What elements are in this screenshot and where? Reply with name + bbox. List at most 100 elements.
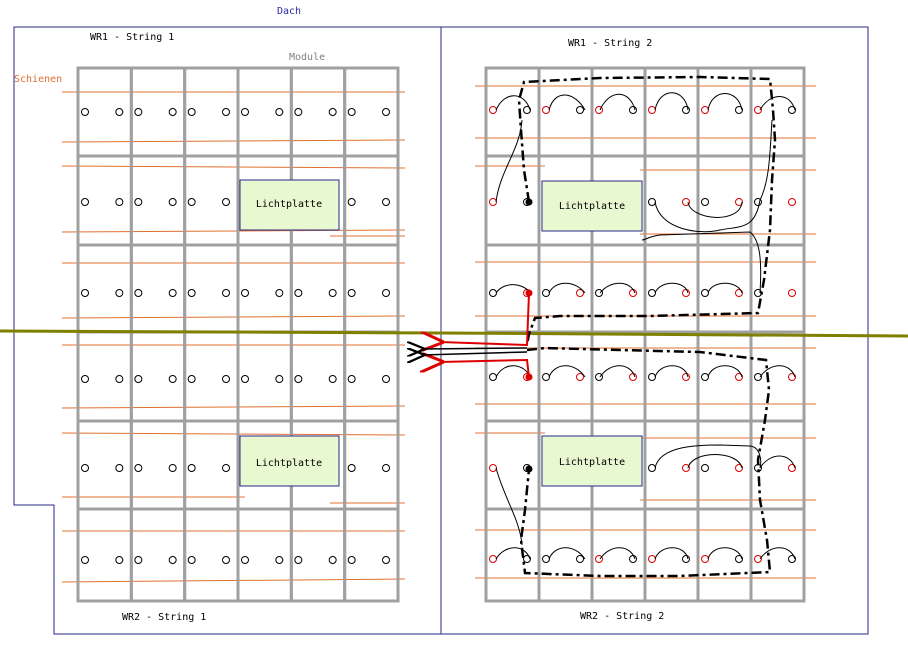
- module-terminal: [134, 289, 143, 297]
- module-terminal: [115, 289, 124, 297]
- module-terminal: [241, 375, 249, 383]
- pv-module: [76, 243, 133, 334]
- module-terminal: [222, 375, 230, 383]
- module-terminal: [682, 464, 690, 472]
- module-terminal: [347, 375, 356, 383]
- module-terminal: [382, 108, 390, 116]
- mounting-rail: [61, 165, 406, 169]
- pv-module: [183, 507, 240, 603]
- module-terminal: [523, 106, 531, 114]
- modules-label: Module: [289, 52, 325, 63]
- feed-line-red-upper: [440, 292, 530, 345]
- module-terminal: [489, 373, 497, 381]
- rails-label: Schienen: [14, 74, 62, 85]
- module-terminal: [754, 373, 762, 381]
- module-terminal: [328, 375, 337, 383]
- module-terminal: [134, 375, 143, 383]
- module-terminal: [81, 375, 89, 383]
- module-terminal: [115, 198, 124, 206]
- module-terminal: [222, 289, 230, 297]
- module-terminal: [576, 373, 584, 381]
- feed-line-red-lower: [440, 360, 530, 378]
- module-terminal: [382, 375, 390, 383]
- module-terminal: [735, 106, 743, 114]
- module-terminal: [81, 289, 89, 297]
- skylight-label: Lichtplatte: [559, 457, 625, 468]
- module-terminal: [134, 464, 143, 472]
- module-terminal: [735, 373, 743, 381]
- module-terminal: [241, 108, 249, 116]
- module-terminal: [701, 464, 709, 472]
- module-terminal: [275, 375, 284, 383]
- pv-module: [590, 507, 647, 603]
- module-terminal: [347, 289, 356, 297]
- right-module-array: [475, 66, 816, 603]
- pv-module: [236, 507, 293, 603]
- module-terminal: [788, 289, 796, 297]
- module-terminal: [629, 373, 637, 381]
- roof-label: Dach: [277, 6, 301, 17]
- module-terminal: [115, 556, 124, 564]
- string-end-terminal: [525, 198, 533, 206]
- module-terminal: [648, 464, 656, 472]
- module-terminal: [648, 555, 656, 563]
- module-terminal: [542, 289, 550, 297]
- pv-module: [537, 507, 594, 603]
- module-terminal: [489, 555, 497, 563]
- module-terminal: [275, 108, 284, 116]
- wr2-string2-label: WR2 - String 2: [580, 611, 664, 622]
- module-terminal: [629, 555, 637, 563]
- module-terminal: [788, 198, 796, 206]
- module-terminal: [735, 464, 743, 472]
- module-terminal: [275, 556, 284, 564]
- left-module-array: [61, 66, 406, 603]
- module-terminal: [168, 375, 177, 383]
- module-terminal: [187, 375, 196, 383]
- pv-module: [749, 243, 806, 334]
- module-terminal: [648, 289, 656, 297]
- jumper-wires-lower: [495, 365, 796, 560]
- module-terminal: [682, 106, 690, 114]
- skylight-left-top: Lichtplatte: [239, 179, 340, 231]
- module-terminal: [134, 556, 143, 564]
- pv-module: [343, 507, 400, 603]
- module-terminal: [735, 198, 743, 206]
- module-terminal: [382, 198, 390, 206]
- module-terminal: [294, 108, 303, 116]
- pv-module: [129, 507, 187, 603]
- pv-module: [590, 243, 647, 334]
- pv-module: [289, 507, 347, 603]
- module-terminal: [81, 108, 89, 116]
- module-terminal: [682, 555, 690, 563]
- module-terminal: [682, 198, 690, 206]
- module-terminal: [542, 555, 550, 563]
- module-terminal: [222, 464, 230, 472]
- module-terminal: [81, 198, 89, 206]
- module-terminal: [629, 106, 637, 114]
- pv-module: [643, 243, 700, 334]
- module-terminal: [241, 556, 249, 564]
- module-terminal: [222, 198, 230, 206]
- module-terminal: [701, 555, 709, 563]
- module-terminal: [328, 289, 337, 297]
- module-terminal: [648, 198, 656, 206]
- pv-module: [76, 507, 133, 603]
- module-terminal: [489, 106, 497, 114]
- module-terminal: [347, 556, 356, 564]
- mounting-rail: [61, 578, 406, 583]
- module-terminal: [788, 555, 796, 563]
- roof-outline: [13, 26, 869, 635]
- module-terminal: [187, 289, 196, 297]
- mounting-rail: [61, 405, 406, 409]
- module-terminal: [294, 556, 303, 564]
- pv-module: [749, 507, 806, 603]
- module-terminal: [382, 556, 390, 564]
- string-start-terminal: [525, 289, 533, 297]
- pv-module: [183, 243, 240, 334]
- module-terminal: [542, 106, 550, 114]
- module-terminal: [595, 289, 603, 297]
- module-terminal: [735, 555, 743, 563]
- module-terminal: [187, 556, 196, 564]
- skylight-label: Lichtplatte: [559, 201, 625, 212]
